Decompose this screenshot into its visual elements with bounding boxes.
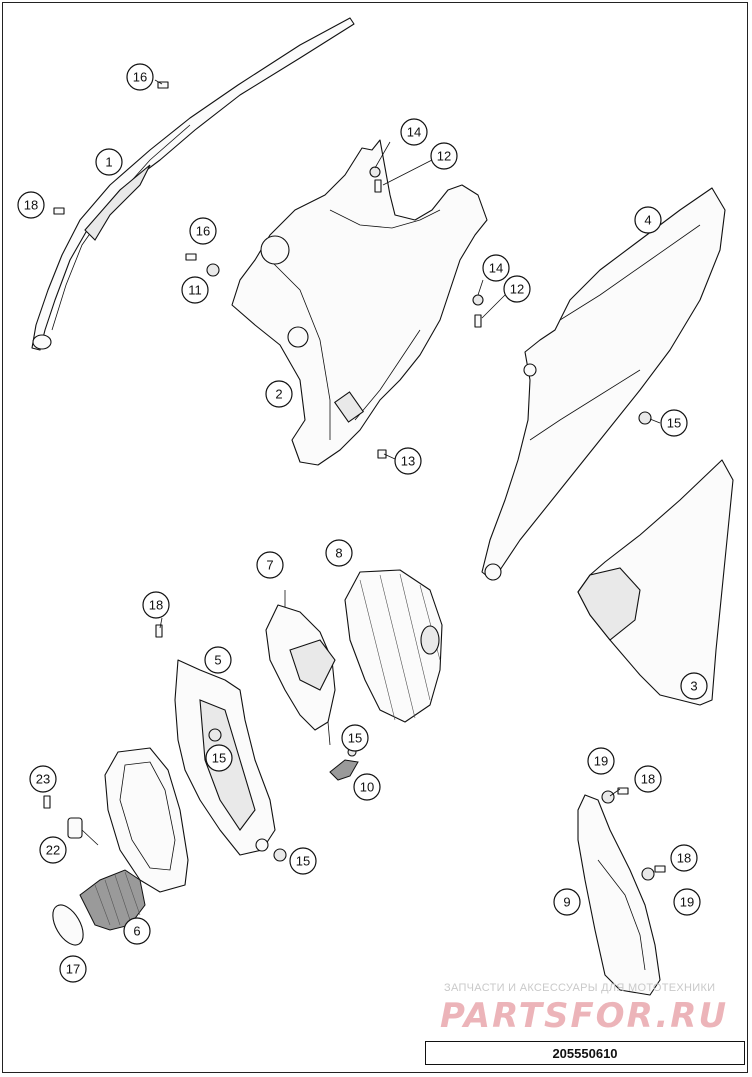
svg-text:10: 10 [360, 780, 374, 795]
svg-text:1: 1 [105, 155, 112, 170]
grommet-19-b [641, 867, 655, 881]
watermark-caption: ЗАПЧАСТИ И АКСЕССУАРЫ ДЛЯ МОТОТЕХНИКИ [444, 982, 716, 994]
part-22-plug [67, 817, 99, 846]
hardware [43, 81, 666, 881]
callout-15-cover: 15 [660, 409, 688, 437]
svg-text:4: 4 [644, 213, 651, 228]
callout-18-right-top: 18 [634, 765, 662, 793]
part-8-air-filter [344, 569, 443, 723]
callout-15-clip: 15 [341, 724, 369, 752]
svg-text:3: 3 [690, 679, 697, 694]
svg-text:15: 15 [667, 416, 681, 431]
callout-12-top: 12 [430, 142, 458, 170]
svg-text:15: 15 [348, 731, 362, 746]
svg-text:2: 2 [275, 387, 282, 402]
svg-text:19: 19 [680, 895, 694, 910]
callout-14-top: 14 [400, 118, 428, 146]
callout-7: 7 [256, 551, 284, 579]
callout-11: 11 [181, 276, 209, 304]
screw-13 [377, 449, 387, 459]
callout-3: 3 [680, 672, 708, 700]
clip-10 [329, 759, 359, 781]
part-3-shroud [577, 459, 734, 706]
screw-18-right-a [617, 787, 629, 795]
callout-9: 9 [553, 888, 581, 916]
svg-text:5: 5 [214, 653, 221, 668]
part-7-filter-cage [265, 590, 336, 746]
grommet-15-d [638, 411, 652, 425]
part-2-airbox [231, 139, 488, 466]
svg-text:16: 16 [133, 70, 147, 85]
part-1-side-strip [31, 17, 355, 351]
svg-text:18: 18 [677, 851, 691, 866]
callout-13: 13 [394, 447, 422, 475]
screw-16-mid [185, 253, 197, 261]
callout-15-frame: 15 [205, 744, 233, 772]
svg-text:18: 18 [24, 198, 38, 213]
callout-22: 22 [39, 836, 67, 864]
bushing-14-b [472, 294, 484, 306]
callout-1: 1 [95, 148, 123, 176]
callout-16-mid: 16 [189, 217, 217, 245]
callout-5: 5 [204, 646, 232, 674]
part-4-side-cover [481, 187, 726, 581]
callout-19-top: 19 [587, 747, 615, 775]
callout-18-frame: 18 [142, 591, 170, 619]
grommet-15-b [273, 848, 287, 862]
callout-6: 6 [123, 917, 151, 945]
watermark-brand: PARTSFOR.RU [440, 996, 729, 1036]
screw-16-top [157, 81, 169, 89]
svg-text:13: 13 [401, 454, 415, 469]
callout-10: 10 [353, 773, 381, 801]
svg-text:22: 22 [46, 843, 60, 858]
screw-12-a [374, 179, 382, 193]
callout-15-bottom: 15 [289, 847, 317, 875]
screw-18-top [53, 207, 65, 215]
screw-23 [43, 795, 51, 809]
svg-text:17: 17 [66, 962, 80, 977]
callout-2: 2 [265, 380, 293, 408]
svg-text:7: 7 [266, 558, 273, 573]
svg-text:23: 23 [36, 772, 50, 787]
svg-text:15: 15 [296, 854, 310, 869]
leader-lines [154, 79, 661, 797]
svg-text:19: 19 [594, 754, 608, 769]
part-6-filter-housing [79, 747, 189, 931]
callout-8: 8 [325, 539, 353, 567]
diagram-code: 205550610 [425, 1041, 745, 1065]
part-9-bracket [577, 794, 661, 996]
callout-18-right-bottom: 18 [670, 844, 698, 872]
grommet-19-a [601, 790, 615, 804]
svg-text:11: 11 [188, 283, 202, 298]
callout-14-right: 14 [482, 254, 510, 282]
svg-text:15: 15 [212, 751, 226, 766]
svg-text:14: 14 [407, 125, 421, 140]
grommet-15-a [208, 728, 222, 742]
svg-text:14: 14 [489, 261, 503, 276]
callout-4: 4 [634, 206, 662, 234]
svg-text:6: 6 [133, 924, 140, 939]
callout-23: 23 [29, 765, 57, 793]
part-17-cap [52, 904, 84, 946]
callout-16-top: 16 [126, 63, 154, 91]
callout-19-bottom: 19 [673, 888, 701, 916]
svg-text:12: 12 [510, 282, 524, 297]
grommet-11 [206, 263, 220, 277]
screw-12-b [474, 314, 482, 328]
callout-18-left-top: 18 [17, 191, 45, 219]
svg-text:18: 18 [641, 772, 655, 787]
svg-text:8: 8 [335, 546, 342, 561]
svg-text:9: 9 [563, 895, 570, 910]
callout-12-right: 12 [503, 275, 531, 303]
screw-18-right-b [654, 865, 666, 873]
screw-18-left [155, 624, 163, 638]
callout-17: 17 [59, 955, 87, 983]
svg-text:18: 18 [149, 598, 163, 613]
svg-text:12: 12 [437, 149, 451, 164]
svg-text:16: 16 [196, 224, 210, 239]
bushing-14-a [369, 166, 381, 178]
